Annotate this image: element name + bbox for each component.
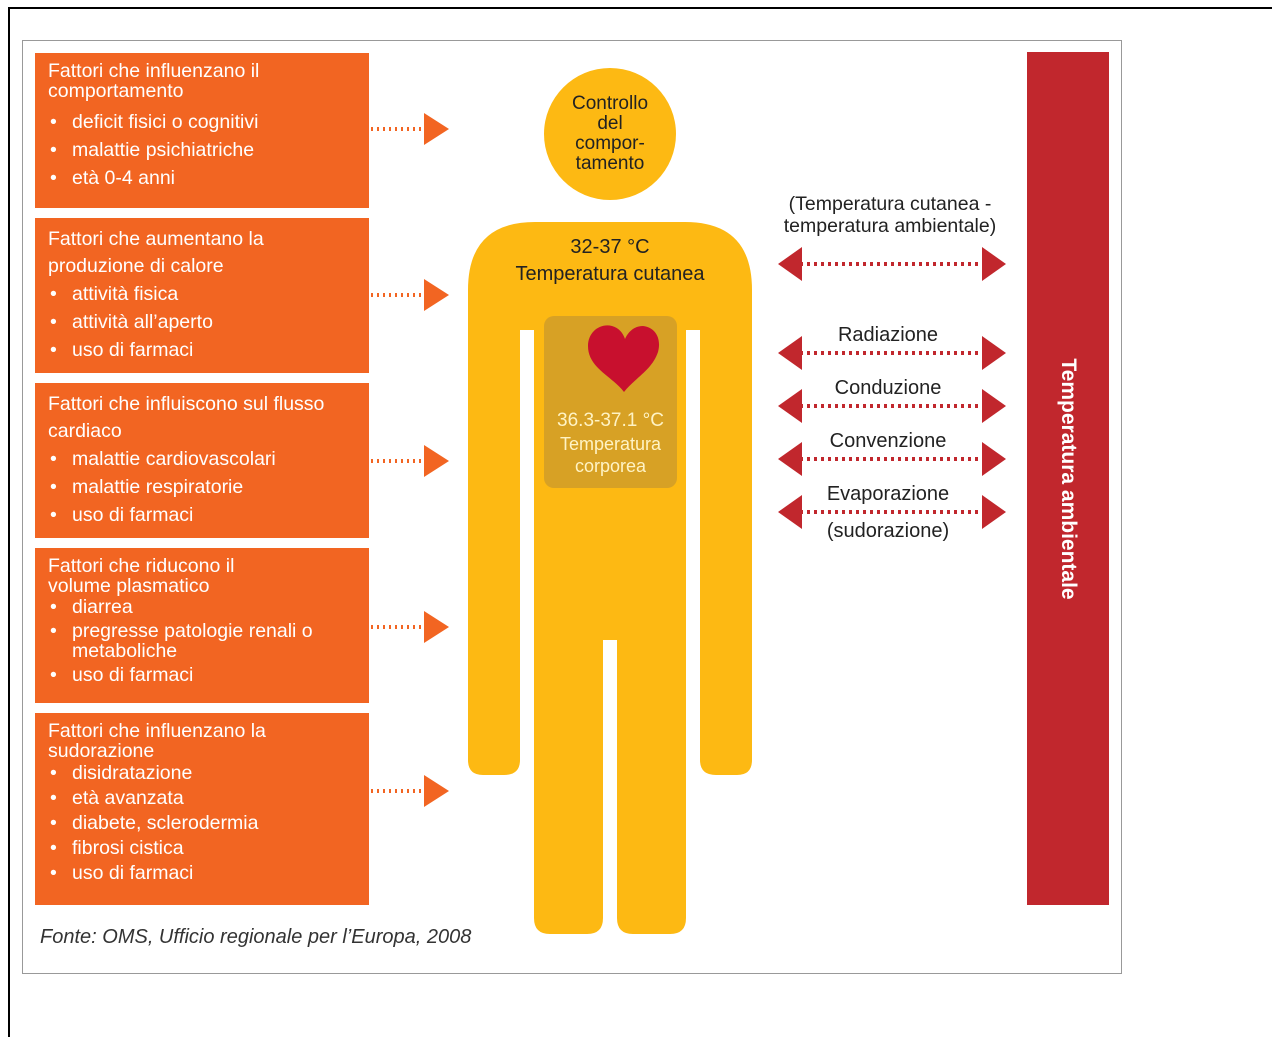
- head-line: compor-: [575, 133, 645, 154]
- factor-item: uso di farmaci: [48, 861, 359, 886]
- gradient-label: (Temperatura cutanea - temperatura ambie…: [750, 193, 1030, 237]
- factor-list: deficit fisici o cognitivi malattie psic…: [48, 108, 359, 192]
- radiation-label: Radiazione: [837, 324, 939, 346]
- head-line: tamento: [575, 153, 645, 174]
- factor-box-cardiac-flow: Fattori che influiscono sul flusso cardi…: [35, 383, 369, 538]
- core-label-line: Temperatura: [559, 434, 662, 454]
- factor-item: attività all’aperto: [48, 308, 359, 336]
- factor-item: deficit fisici o cognitivi: [48, 108, 359, 136]
- environment-bar: Temperatura ambientale: [1027, 52, 1109, 905]
- factor-item: pregresse patologie renali o metaboliche: [48, 621, 342, 661]
- factor-list: diarrea pregresse patologie renali o met…: [48, 596, 359, 687]
- factor-title: Fattori che riducono il volume plasmatic…: [48, 555, 235, 597]
- factor-item: età 0-4 anni: [48, 164, 359, 192]
- evaporation-label: Evaporazione: [826, 483, 950, 505]
- factor-title: Fattori che aumentano la produzione di c…: [48, 228, 264, 277]
- factor-box-sweating: Fattori che influenzano la sudorazione d…: [35, 713, 369, 905]
- evaporation-note: (sudorazione): [826, 520, 950, 542]
- factor-item: malattie cardiovascolari: [48, 445, 359, 473]
- factor-list: disidratazione età avanzata diabete, scl…: [48, 761, 359, 886]
- skin-temperature-value: 32-37 °C: [570, 236, 650, 258]
- environment-label: Temperatura ambientale: [1057, 357, 1080, 600]
- factor-item: attività fisica: [48, 280, 359, 308]
- factor-item: disidratazione: [48, 761, 359, 786]
- head-line: Controllo: [571, 93, 649, 114]
- factor-item: uso di farmaci: [48, 501, 359, 529]
- factor-box-behavior: Fattori che influenzano il comportamento…: [35, 53, 369, 208]
- factor-item: diabete, sclerodermia: [48, 811, 359, 836]
- factor-list: malattie cardiovascolari malattie respir…: [48, 445, 359, 529]
- factor-list: attività fisica attività all’aperto uso …: [48, 280, 359, 364]
- factor-item: uso di farmaci: [48, 663, 359, 687]
- core-label-line: corporea: [574, 456, 647, 476]
- factor-title: Fattori che influenzano la sudorazione: [48, 720, 266, 762]
- factor-box-heat-production: Fattori che aumentano la produzione di c…: [35, 218, 369, 373]
- factor-item: uso di farmaci: [48, 336, 359, 364]
- factor-item: diarrea: [48, 596, 359, 618]
- frame-top-border: [8, 7, 1272, 9]
- gradient-line: (Temperatura cutanea -: [788, 193, 992, 215]
- factor-item: età avanzata: [48, 786, 359, 811]
- source-caption: Fonte: OMS, Ufficio regionale per l’Euro…: [40, 926, 472, 948]
- core-temperature-value: 36.3-37.1 °C: [557, 410, 664, 431]
- factor-item: fibrosi cistica: [48, 836, 359, 861]
- factor-item: malattie respiratorie: [48, 473, 359, 501]
- gradient-line: temperatura ambientale): [783, 215, 997, 237]
- factor-title: Fattori che influiscono sul flusso cardi…: [48, 393, 325, 442]
- skin-temperature-label: Temperatura cutanea: [515, 263, 705, 285]
- factor-title: Fattori che influenzano il comportamento: [48, 60, 260, 102]
- head-line: del: [597, 113, 623, 134]
- convection-label: Convenzione: [829, 430, 947, 452]
- behavior-control-label: Controllo del compor- tamento: [550, 94, 670, 174]
- core-temperature-label: Temperatura corporea: [544, 433, 677, 477]
- factor-item: malattie psichiatriche: [48, 136, 359, 164]
- frame-left-border: [8, 7, 10, 1037]
- conduction-label: Conduzione: [834, 377, 942, 399]
- factor-box-plasma-volume: Fattori che riducono il volume plasmatic…: [35, 548, 369, 703]
